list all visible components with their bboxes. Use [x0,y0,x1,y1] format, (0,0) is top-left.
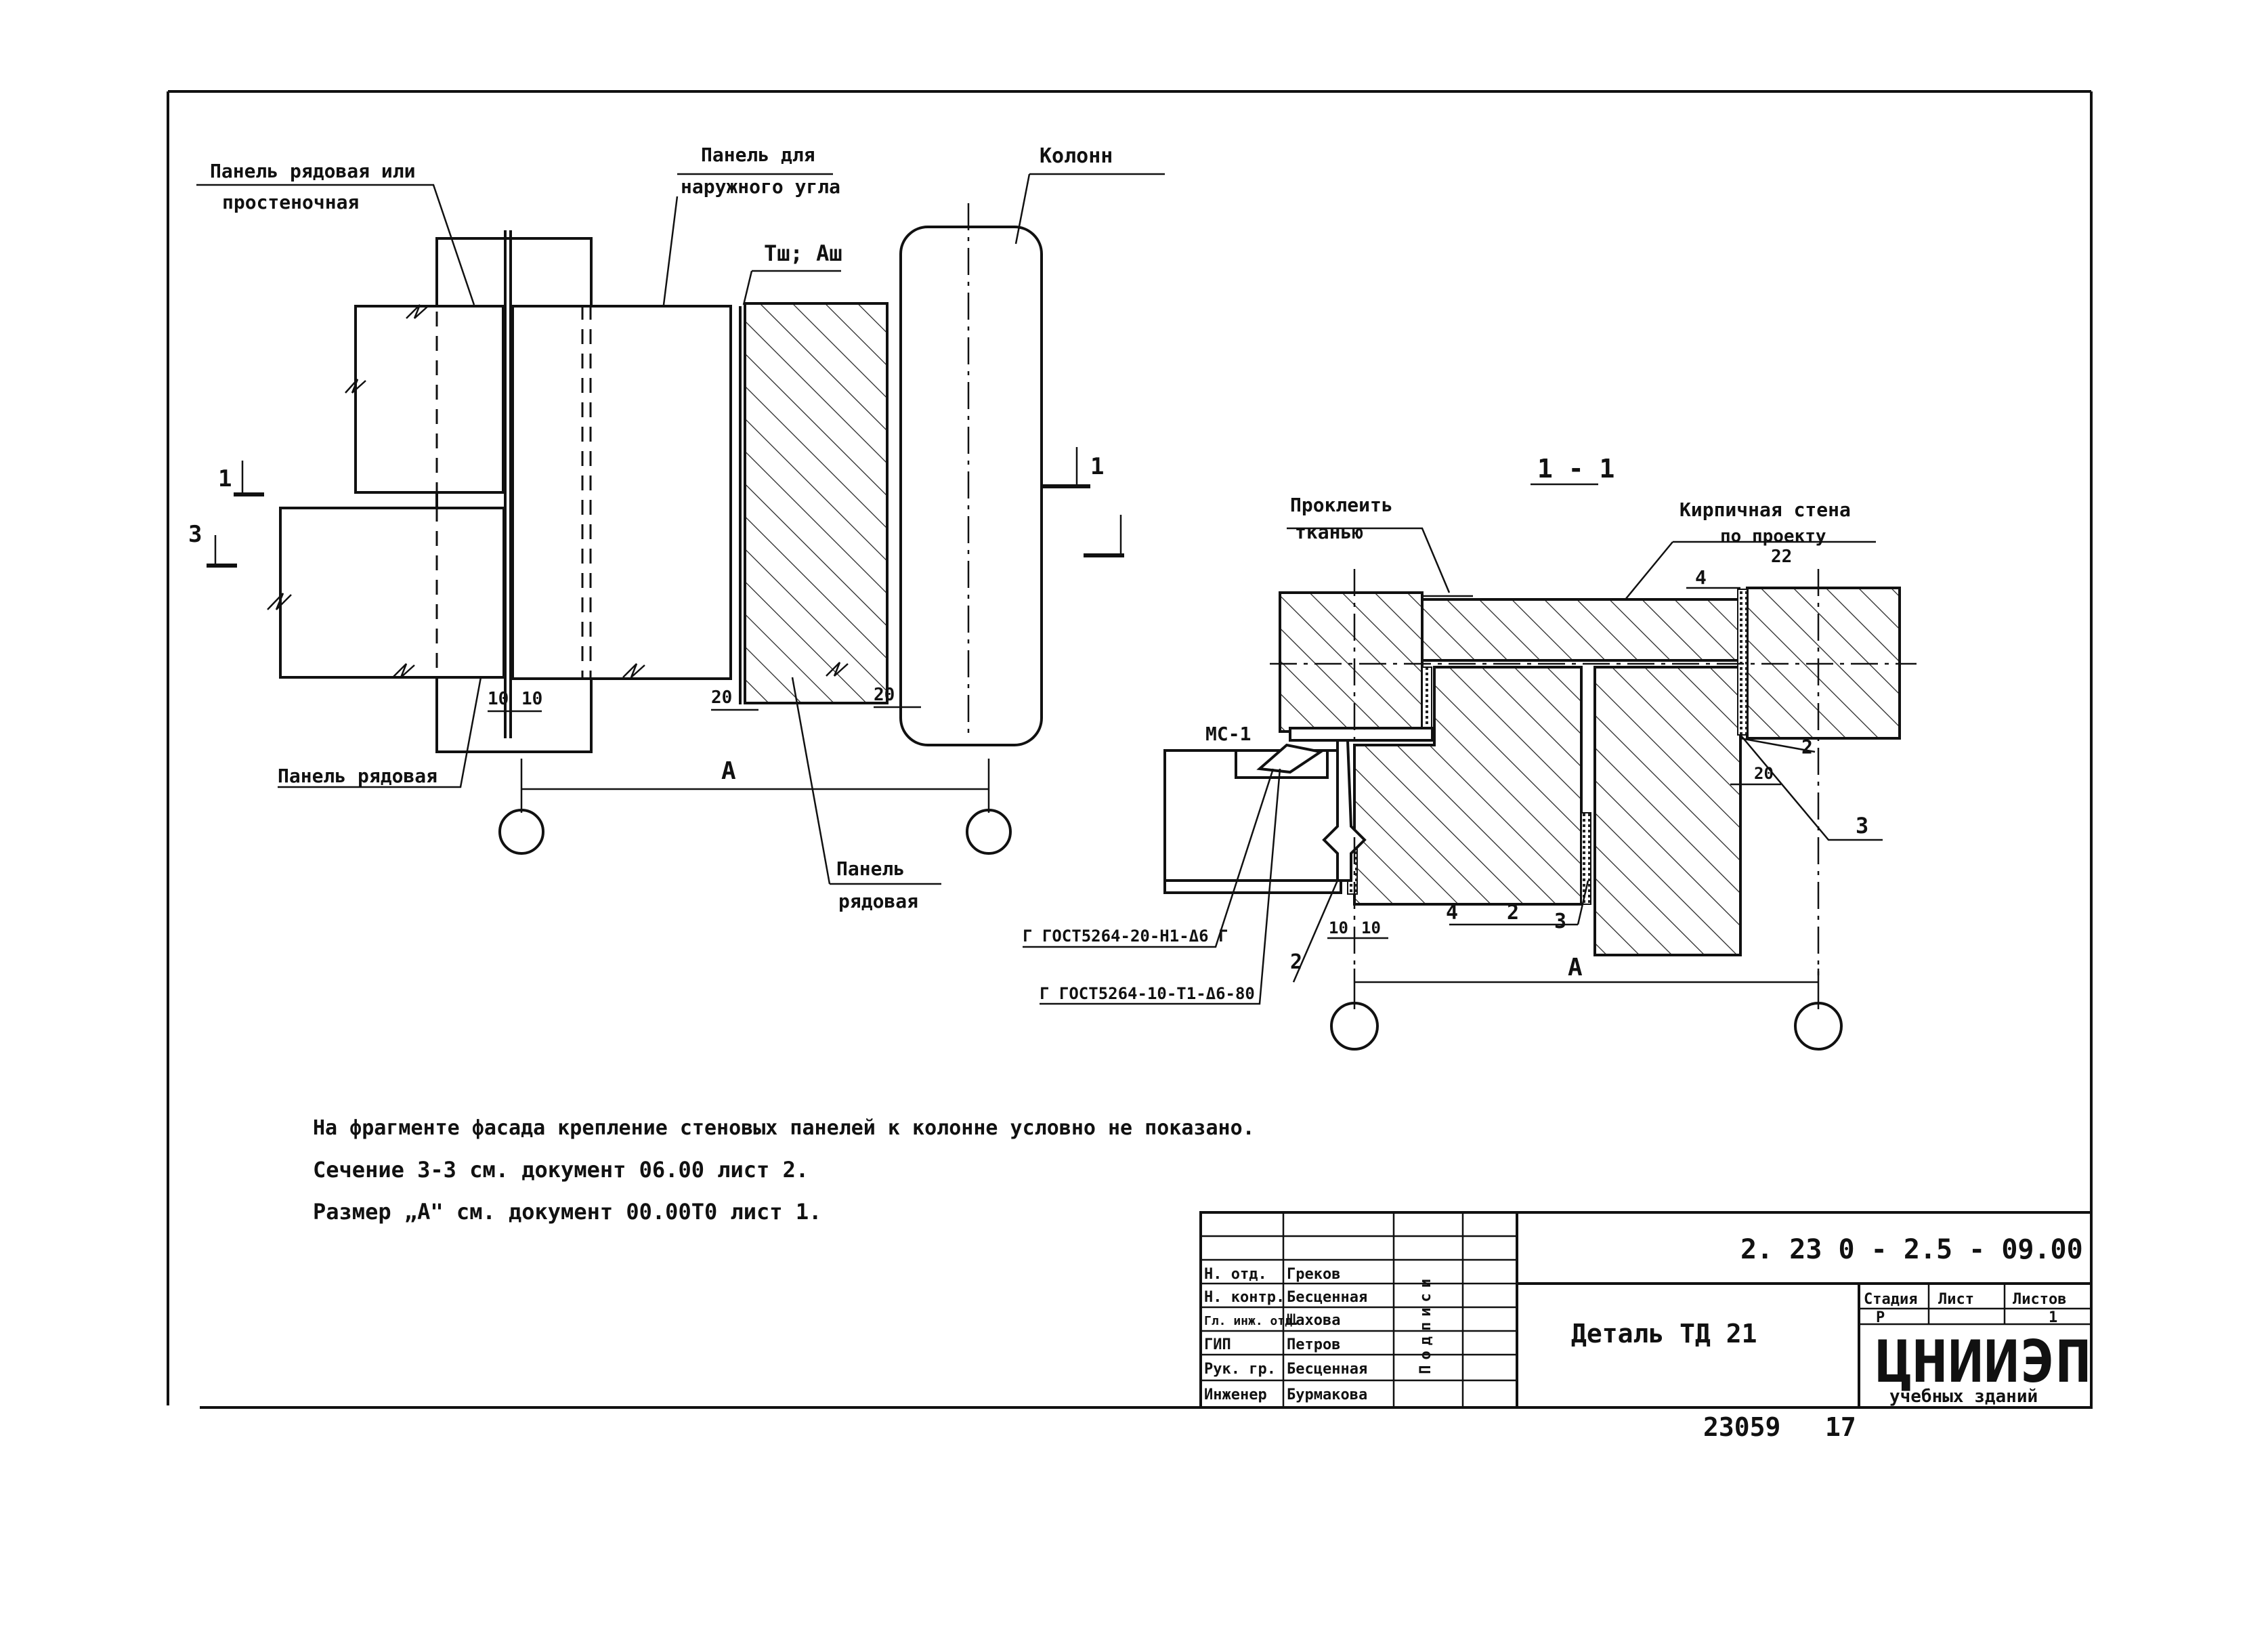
note-1: На фрагменте фасада крепление стеновых п… [313,1116,1255,1140]
stage-value: Р [1876,1309,1885,1326]
section-block-top-left [1279,591,1424,733]
stage-header: Стадия [1864,1291,1917,1308]
label-mc1: МС-1 [1205,723,1251,745]
role-4: Рук. гр. [1204,1361,1276,1378]
num-3-bottom: 3 [1554,910,1566,933]
note-3: Размер „А" см. документ 00.00Т0 лист 1. [313,1199,821,1225]
facade-dim-10a: 10 [488,689,509,709]
role-2: Гл. инж. отд. [1204,1314,1300,1328]
num-2-bottom: 2 [1507,901,1519,925]
name-2: Шахова [1287,1312,1340,1329]
num-2-right: 2 [1801,736,1813,758]
name-4: Бесценная [1287,1361,1367,1378]
facade-dim-20a: 20 [711,687,732,708]
role-5: Инженер [1204,1386,1267,1403]
label-panel-row-or-pier-2: простеночная [222,191,359,213]
num-2-left: 2 [1290,950,1302,974]
org-sub: учебных зданий [1889,1386,2038,1407]
facade-dim-a: А [721,757,736,785]
column-right-half [1593,666,1742,956]
page-number: 17 [1825,1412,1856,1442]
section-title: 1 - 1 [1537,454,1614,484]
section-mark-1-right: 1 [1090,453,1104,480]
num-3-right: 3 [1856,813,1868,839]
label-panel-row-right-2: рядовая [838,890,918,912]
name-3: Петров [1287,1336,1340,1353]
section-dim-a: А [1568,954,1583,981]
doc-code: 2. 23 0 - 2.5 - 09.00 [1740,1234,2083,1265]
label-panel-row-bottom: Панель рядовая [278,765,437,787]
sheets-value: 1 [2049,1309,2057,1326]
name-0: Греков [1287,1266,1340,1283]
label-panel-outer-corner-2: наружного угла [681,175,840,198]
label-gost-2: Г ГОСТ5264-10-Т1-Δ6-80 [1040,984,1255,1003]
label-gost-1: Г ГОСТ5264-20-Н1-Δ6 Г [1023,927,1228,946]
label-brick-wall-2: по проекту [1720,526,1826,547]
org-name: ЦНИИЭП [1876,1328,2091,1396]
facade-dim-20b: 20 [874,685,895,705]
role-1: Н. контр. [1204,1289,1285,1306]
note-2: Сечение 3-3 см. документ 06.00 лист 2. [313,1157,809,1183]
brick-wall-block [1421,598,1742,662]
section-1-1 [1023,483,1917,1051]
lower-row-panel [279,507,505,679]
num-22: 22 [1771,547,1792,567]
label-glue-2: тканью [1295,521,1363,543]
column [899,226,1043,746]
sheet-header: Лист [1938,1291,1974,1308]
outer-corner-panel [511,305,732,680]
num-4-bottom: 4 [1446,901,1458,925]
label-glue: Проклеить [1290,494,1393,516]
role-0: Н. отд. [1204,1266,1267,1283]
doc-title: Деталь ТД 21 [1571,1319,1757,1349]
num-4-top: 4 [1695,566,1707,589]
facade-dim-10b: 10 [521,689,542,709]
title-block [1199,1211,2093,1409]
num-20: 20 [1754,764,1774,783]
label-panel-row-or-pier: Панель рядовая или [210,160,415,182]
sheets-header: Листов [2013,1291,2066,1308]
upper-row-panel [354,305,505,494]
facade-fragment [196,173,1165,885]
label-panel-row-right: Панель [836,857,905,880]
label-panel-outer-corner: Панель для [701,144,815,166]
name-1: Бесценная [1287,1289,1367,1306]
label-brick-wall: Кирпичная стена [1679,499,1851,521]
role-3: ГИП [1204,1336,1231,1353]
section-dim-10a: 10 [1329,918,1348,937]
section-mark-1-left: 1 [218,465,232,492]
label-column: Колонн [1040,144,1113,168]
signature-header: Подписи [1417,1273,1434,1374]
name-5: Бурмакова [1287,1386,1367,1403]
label-tsh-ash: Тш; Аш [764,240,842,266]
section-dim-10b: 10 [1361,918,1381,937]
inventory-number: 23059 [1703,1412,1780,1442]
section-mark-3-left: 3 [188,521,202,548]
hatched-panel [744,302,889,704]
